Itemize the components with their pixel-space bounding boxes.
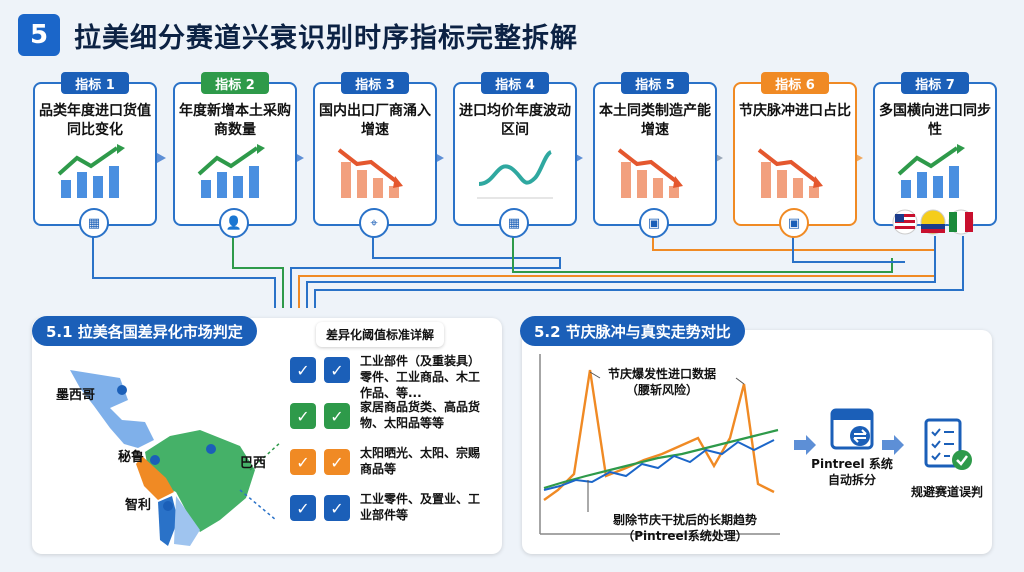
check-icon: ✓	[290, 495, 316, 521]
country-flags-icon	[892, 209, 974, 235]
uptrend-chart-icon	[897, 144, 965, 198]
bar-chart-icon: ▦	[507, 215, 521, 231]
calendar-icon: ▣	[647, 215, 661, 231]
uptrend-chart-icon	[197, 144, 265, 198]
trend-annotation: 剔除节庆干扰后的长期趋势（Pintreel系统处理）	[612, 513, 757, 543]
country-label-brazil: 巴西	[240, 456, 267, 471]
indicator-tag: 指标 6	[761, 72, 829, 94]
flow-arrows	[794, 435, 904, 455]
indicator-text: 多国横向进口同步性	[879, 103, 991, 138]
indicator-text: 本土同类制造产能增速	[599, 103, 711, 138]
indicator-card-5: 指标 5 本土同类制造产能增速	[593, 72, 717, 226]
threshold-row-text: 太阳晒光、太阳、宗赐商品等	[360, 446, 481, 476]
indicator-text: 节庆脉冲进口占比	[739, 103, 851, 119]
section-number-badge: 5	[18, 14, 60, 56]
indicator-card-7: 指标 7 多国横向进口同步性	[873, 72, 997, 226]
spike-annotation: 节庆爆发性进口数据（腰斩风险）	[607, 367, 716, 397]
indicator-icon-badge: ▣	[779, 208, 809, 238]
indicator-text: 年度新增本土采购商数量	[179, 103, 291, 138]
indicator-text: 品类年度进口货值同比变化	[39, 103, 151, 138]
indicator-tag: 指标 5	[621, 72, 689, 94]
trend-panel-title: 5.2 节庆脉冲与真实走势对比	[520, 316, 745, 346]
check-icon: ✓	[290, 403, 316, 429]
calendar-split-icon	[830, 408, 874, 450]
indicator-icon-badge: ▣	[639, 208, 669, 238]
downtrend-chart-icon	[757, 148, 823, 198]
calendar-icon: ▣	[787, 215, 801, 231]
latin-america-map	[70, 370, 280, 546]
threshold-subtitle: 差异化阈值标准详解	[316, 322, 445, 347]
indicator-text: 进口均价年度波动区间	[459, 103, 571, 138]
check-icon: ✓	[290, 449, 316, 475]
indicator-icon-badge: ▦	[79, 208, 109, 238]
check-icon: ✓	[324, 403, 350, 429]
country-label-peru: 秘鲁	[118, 450, 145, 465]
section-header: 5 拉美细分赛道兴衰识别时序指标完整拆解	[18, 12, 578, 58]
threshold-row-text: 家居商品货类、高品货物、太阳品等等	[360, 400, 481, 430]
threshold-row-text: 工业零件、及置业、工业部件等	[360, 492, 481, 522]
indicator-tag: 指标 7	[901, 72, 969, 94]
indicator-tag: 指标 2	[201, 72, 269, 94]
trend-chart	[539, 354, 780, 535]
downtrend-chart-icon	[337, 148, 403, 198]
check-icon: ✓	[290, 357, 316, 383]
indicator-flags	[891, 208, 975, 240]
indicator-icon-badge: ⌖	[359, 208, 389, 238]
indicator-card-4: 指标 4 进口均价年度波动区间	[453, 72, 577, 226]
country-label-chile: 智利	[125, 498, 152, 513]
indicator-tag: 指标 4	[481, 72, 549, 94]
page-title: 拉美细分赛道兴衰识别时序指标完整拆解	[74, 22, 578, 54]
downtrend-chart-icon	[617, 148, 683, 198]
indicator-card-3: 指标 3 国内出口厂商涌入增速	[313, 72, 437, 226]
indicator-card-1: 指标 1 品类年度进口货值同比变化	[33, 72, 157, 226]
checklist-icon	[924, 418, 972, 470]
avoid-misjudgment-label: 规避赛道误判	[910, 485, 983, 499]
people-icon: 👤	[225, 215, 243, 231]
auto-split-label: Pintreel 系统自动拆分	[811, 457, 893, 487]
bar-chart-icon: ▦	[87, 215, 101, 231]
check-icon: ✓	[324, 357, 350, 383]
map-pin-icon: ⌖	[370, 215, 378, 231]
country-label-mexico: 墨西哥	[56, 388, 96, 403]
indicator-text: 国内出口厂商涌入增速	[319, 103, 431, 138]
indicator-card-2: 指标 2 年度新增本土采购商数量	[173, 72, 297, 226]
uptrend-chart-icon	[57, 144, 125, 198]
market-panel-title: 5.1 拉美各国差异化市场判定	[32, 316, 257, 346]
indicator-tag: 指标 1	[61, 72, 129, 94]
threshold-row-text: 工业部件（及重装具）零件、工业商品、木工作品、等...	[360, 354, 481, 400]
indicator-card-6: 指标 6 节庆脉冲进口占比	[733, 72, 857, 226]
indicator-icon-badge: ▦	[499, 208, 529, 238]
indicator-tag: 指标 3	[341, 72, 409, 94]
market-panel	[32, 318, 502, 554]
wave-chart-icon	[477, 150, 553, 199]
check-icon: ✓	[324, 495, 350, 521]
check-icon: ✓	[324, 449, 350, 475]
indicator-icon-badge: 👤	[219, 208, 249, 238]
